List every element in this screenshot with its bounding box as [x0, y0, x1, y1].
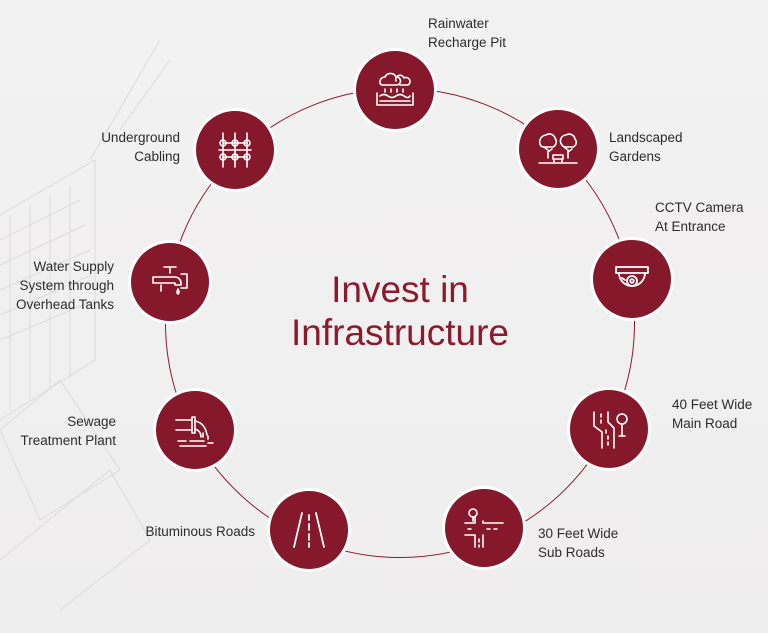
feature-badge-main-road — [570, 390, 648, 468]
feature-label-line: 30 Feet Wide — [538, 526, 619, 541]
feature-label-line: Overhead Tanks — [15, 297, 114, 312]
sub-roads-icon — [464, 508, 504, 548]
feature-label-line: At Entrance — [655, 219, 726, 234]
feature-label-line: Cabling — [134, 149, 180, 164]
feature-badge-sub-roads — [445, 489, 523, 567]
feature-label-line: Recharge Pit — [428, 35, 507, 50]
feature-label-line: Water Supply — [33, 259, 114, 274]
feature-badge-bituminous — [270, 491, 348, 569]
feature-label-line: Gardens — [609, 149, 661, 164]
feature-badge-water-supply — [131, 243, 209, 321]
feature-label-line: Treatment Plant — [20, 433, 116, 448]
feature-label-line: 40 Feet Wide — [672, 397, 753, 412]
page-title: Invest in Infrastructure — [250, 268, 550, 354]
feature-label-bituminous: Bituminous Roads — [120, 522, 255, 541]
feature-label-line: Underground — [101, 130, 180, 145]
feature-badge-rainwater — [356, 51, 434, 129]
water-tap-icon — [152, 266, 188, 295]
feature-label-line: System through — [19, 278, 114, 293]
bituminous-road-icon — [293, 512, 325, 548]
landscaped-gardens-icon — [538, 133, 578, 164]
feature-label-line: Bituminous Roads — [145, 524, 255, 539]
title-line: Infrastructure — [291, 312, 509, 353]
underground-cabling-icon — [218, 132, 252, 168]
feature-label-line: Sewage — [67, 414, 116, 429]
title-line: Invest in — [331, 269, 469, 310]
rainwater-recharge-pit-icon — [376, 72, 414, 106]
feature-label-line: Rainwater — [428, 16, 489, 31]
feature-badge-cabling — [196, 111, 274, 189]
feature-label-line: Landscaped — [609, 130, 683, 145]
cctv-camera-icon — [615, 266, 649, 287]
feature-badge-sewage — [156, 391, 234, 469]
feature-badge-cctv — [593, 240, 671, 318]
feature-badge-gardens — [519, 110, 597, 188]
feature-label-line: Main Road — [672, 416, 738, 431]
feature-label-line: CCTV Camera — [655, 200, 744, 215]
sewage-pipe-icon — [175, 416, 214, 447]
main-road-icon — [593, 411, 628, 449]
feature-label-line: Sub Roads — [538, 545, 605, 560]
feature-label-cctv: CCTV Camera At Entrance — [655, 198, 744, 236]
